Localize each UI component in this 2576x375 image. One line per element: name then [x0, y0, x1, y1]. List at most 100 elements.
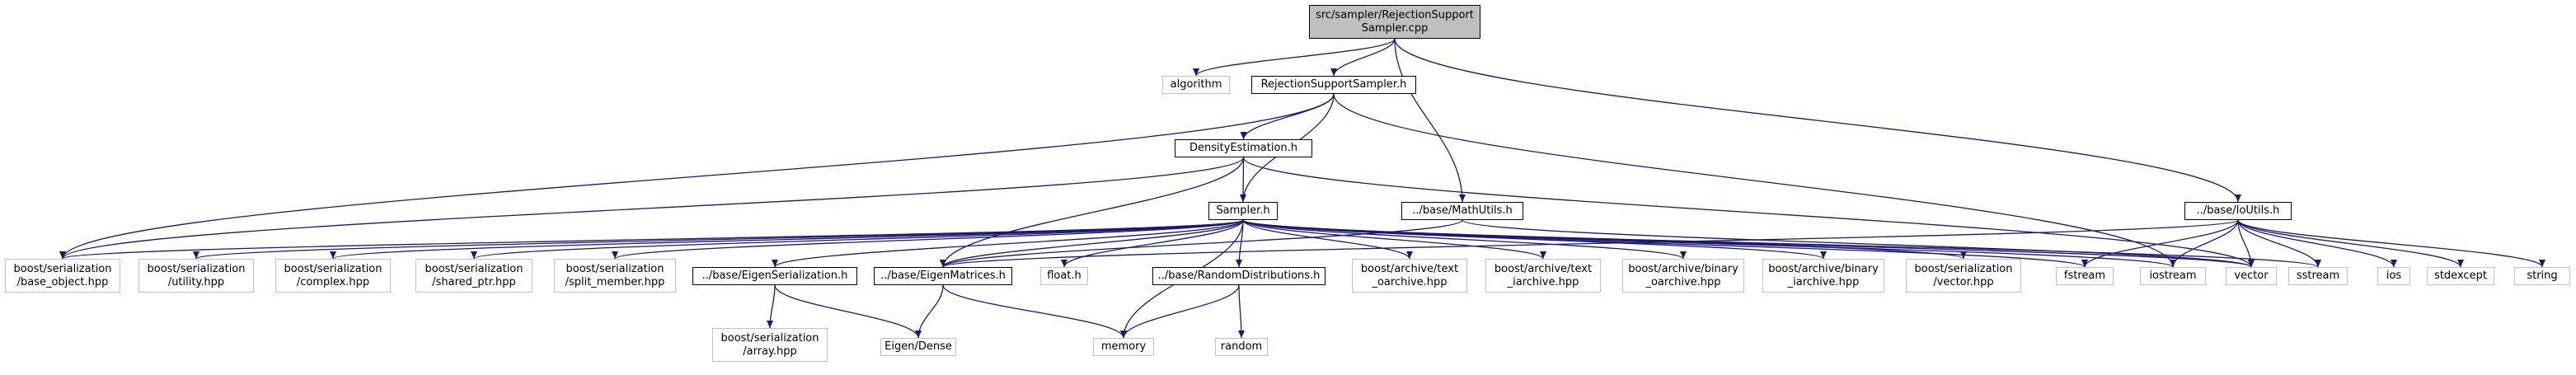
edge-sampler-h-to-split-member: [612, 219, 1244, 260]
node-binary-oarchive: boost/archive/binary_oarchive.hpp: [1622, 259, 1744, 293]
edge-density-h-to-base-object: [59, 157, 1245, 260]
node-memory: memory: [1093, 338, 1154, 356]
edge-ioutils-h-to-vector: [2237, 219, 2255, 268]
node-shared-ptr: boost/serialization/shared_ptr.hpp: [415, 259, 533, 293]
node-rss-h[interactable]: RejectionSupportSampler.h: [1251, 76, 1416, 94]
node-label: /array.hpp: [743, 345, 797, 358]
node-label: _iarchive.hpp: [1787, 275, 1860, 288]
edge-mathutils-h-to-eigen-mat-h: [940, 219, 1463, 268]
edge-randdist-h-to-memory: [1120, 284, 1240, 339]
node-label: ../base/IoUtils.h: [2196, 204, 2280, 217]
node-label: string: [2527, 270, 2558, 282]
node-text-iarchive: boost/archive/text_iarchive.hpp: [1485, 259, 1601, 293]
edge-ioutils-h-to-ios: [2237, 219, 2397, 268]
node-label: Sampler.cpp: [1361, 21, 1429, 35]
node-stdexcept: stdexcept: [2427, 267, 2494, 285]
node-label: _oarchive.hpp: [1645, 275, 1721, 288]
node-complex: boost/serialization/complex.hpp: [275, 259, 391, 293]
node-label: boost/archive/text: [1360, 262, 1459, 275]
node-label: boost/serialization: [13, 262, 112, 275]
node-label: iostream: [2149, 270, 2197, 282]
edge-eigen-ser-h-to-eigen-dense: [774, 284, 922, 339]
node-label: boost/archive/binary: [1628, 262, 1738, 275]
node-label: /base_object.hpp: [16, 275, 109, 288]
edge-eigen-ser-h-to-array-hpp: [767, 284, 776, 329]
edge-root-to-ioutils-h: [1394, 38, 2241, 203]
edge-mathutils-h-to-vector: [1462, 219, 2255, 268]
edge-density-h-to-eigen-mat-h: [940, 157, 1245, 268]
node-label: /complex.hpp: [296, 275, 370, 288]
node-iostream: iostream: [2140, 267, 2206, 285]
edge-sampler-h-to-text-iarchive: [1242, 219, 1546, 260]
node-label: boost/serialization: [720, 331, 819, 345]
node-randdist-h[interactable]: ../base/RandomDistributions.h: [1152, 267, 1326, 285]
node-label: ../base/EigenSerialization.h: [701, 270, 848, 282]
node-string: string: [2514, 267, 2570, 285]
node-label: RejectionSupportSampler.h: [1260, 78, 1407, 91]
node-label: ios: [2386, 270, 2402, 282]
node-eigen-mat-h[interactable]: ../base/EigenMatrices.h: [874, 267, 1012, 285]
node-density-h[interactable]: DensityEstimation.h: [1175, 139, 1312, 157]
node-sampler-h[interactable]: Sampler.h: [1208, 202, 1278, 220]
node-label: boost/serialization: [425, 262, 523, 275]
edge-root-to-mathutils-h: [1394, 38, 1466, 203]
node-label: boost/serialization: [1914, 262, 2013, 275]
node-split-member: boost/serialization/split_member.hpp: [554, 259, 676, 293]
node-label: sstream: [2296, 270, 2340, 282]
edge-root-to-algorithm: [1193, 38, 1396, 77]
edge-root-to-rss-h: [1330, 38, 1396, 77]
edge-sampler-h-to-text-oarchive: [1242, 219, 1413, 260]
node-label: algorithm: [1170, 78, 1222, 91]
edge-ioutils-h-to-iostream: [2170, 219, 2239, 268]
node-label: _oarchive.hpp: [1372, 275, 1448, 288]
node-label: ../base/EigenMatrices.h: [880, 270, 1006, 282]
edge-ioutils-h-to-eigen-mat-h: [940, 219, 2239, 268]
node-mathutils-h[interactable]: ../base/MathUtils.h: [1401, 202, 1523, 220]
edge-sampler-h-to-eigen-ser-h: [772, 219, 1244, 268]
node-label: Sampler.h: [1216, 204, 1270, 217]
node-label: stdexcept: [2434, 270, 2487, 282]
node-fstream: fstream: [2056, 267, 2114, 285]
node-vector: vector: [2226, 267, 2277, 285]
node-label: src/sampler/RejectionSupport: [1316, 8, 1474, 21]
edge-ioutils-h-to-string: [2237, 219, 2546, 268]
node-eigen-dense: Eigen/Dense: [880, 338, 956, 356]
node-label: /shared_ptr.hpp: [432, 275, 516, 288]
edge-sampler-h-to-eigen-mat-h: [940, 219, 1244, 268]
node-label: ../base/MathUtils.h: [1412, 204, 1513, 217]
edge-eigen-mat-h-to-eigen-dense: [915, 284, 944, 339]
node-label: /split_member.hpp: [565, 275, 665, 288]
edge-sampler-h-to-utility: [193, 219, 1244, 260]
node-label: _iarchive.hpp: [1507, 275, 1579, 288]
node-eigen-ser-h[interactable]: ../base/EigenSerialization.h: [692, 267, 857, 285]
node-algorithm: algorithm: [1162, 76, 1230, 94]
edge-sampler-h-to-binary-oarchive: [1242, 219, 1687, 260]
edge-rss-h-to-base-object: [59, 93, 1335, 260]
edge-randdist-h-to-random: [1237, 284, 1245, 339]
node-ioutils-h[interactable]: ../base/IoUtils.h: [2184, 202, 2292, 220]
node-float-h: float.h: [1040, 267, 1088, 285]
edge-sampler-h-to-sstream: [1242, 219, 2321, 268]
node-label: /vector.hpp: [1933, 275, 1994, 288]
edge-ioutils-h-to-sstream: [2237, 219, 2321, 268]
edge-sampler-h-to-base-object: [59, 219, 1244, 260]
edge-sampler-h-to-randdist-h: [1236, 219, 1244, 268]
node-label: boost/archive/binary: [1768, 262, 1879, 275]
node-binary-iarchive: boost/archive/binary_iarchive.hpp: [1762, 259, 1884, 293]
edge-rss-h-to-iostream: [1333, 93, 2176, 268]
node-label: fstream: [2063, 270, 2106, 282]
node-vector-hpp: boost/serialization/vector.hpp: [1906, 259, 2021, 293]
node-array-hpp: boost/serialization/array.hpp: [712, 328, 828, 362]
node-label: boost/archive/text: [1494, 262, 1593, 275]
node-sstream: sstream: [2288, 267, 2348, 285]
node-label: Eigen/Dense: [884, 340, 952, 353]
node-text-oarchive: boost/archive/text_oarchive.hpp: [1352, 259, 1467, 293]
node-label: boost/serialization: [284, 262, 382, 275]
node-label: vector: [2234, 270, 2269, 282]
edge-rss-h-to-density-h: [1240, 93, 1335, 140]
edge-sampler-h-to-complex: [330, 219, 1244, 260]
node-ios: ios: [2377, 267, 2410, 285]
edge-eigen-mat-h-to-memory: [942, 284, 1127, 339]
